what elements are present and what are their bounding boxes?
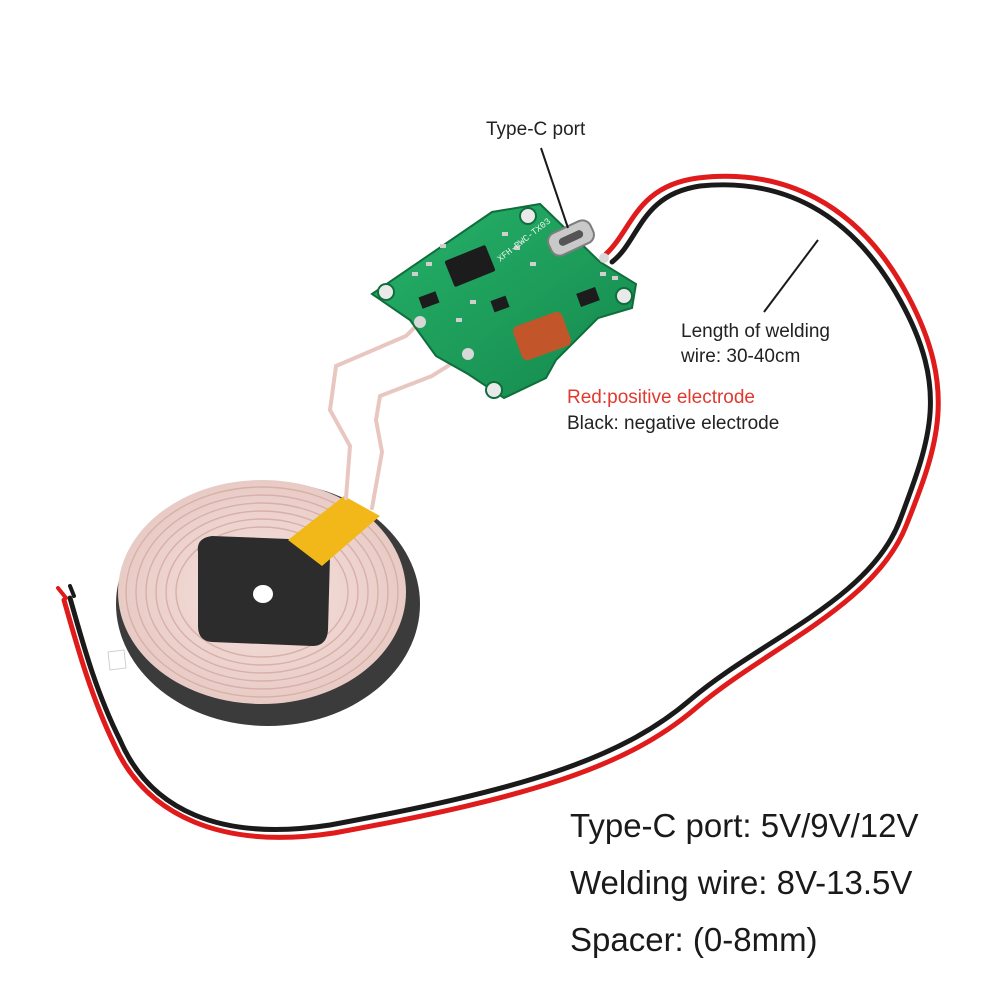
spec-spacer-distance: Spacer: (0-8mm) [570,921,818,958]
port-pointer-line [540,147,569,229]
callout-pointers [540,147,819,313]
smd-chip [418,291,440,309]
type-c-port-slot [558,230,584,246]
coil-leads [327,320,472,510]
welding-wire [56,173,941,840]
coil-turns [125,486,399,698]
mounting-hole [615,287,633,305]
red-polarity-label: Red:positive electrode [567,387,755,408]
black-polarity-label: Black: negative electrode [567,413,780,434]
mounting-hole [377,283,395,301]
wire-length-label-line1: Length of welding [681,321,830,342]
controller-chip [444,245,496,287]
coil-lead-left [56,586,68,600]
spacer-tab [107,649,127,671]
solder-pad [462,348,474,360]
smd-chip [490,295,510,313]
solder-pad [599,253,609,263]
coil-center-hole [253,585,273,603]
capacitor [513,311,571,361]
wireless-charging-coil [107,480,420,726]
type-c-port-label: Type-C port [486,119,586,140]
spec-type-c-voltage: Type-C port: 5V/9V/12V [570,807,919,844]
pcb-module: XFH-RWC-TX03 [370,202,638,400]
mounting-hole [485,381,503,399]
smd-chip [576,287,600,307]
wire-length-label-line2: wire: 30-40cm [681,346,801,367]
coil-tape [288,496,380,566]
solder-pad [414,316,426,328]
coil-lead-right [68,584,76,598]
wire-length-pointer-line [763,239,819,313]
spec-welding-wire-voltage: Welding wire: 8V-13.5V [570,864,913,901]
mounting-hole [519,207,537,225]
smd-components [412,232,618,322]
welding-wire-black [67,182,933,832]
welding-wire-red [61,173,941,840]
